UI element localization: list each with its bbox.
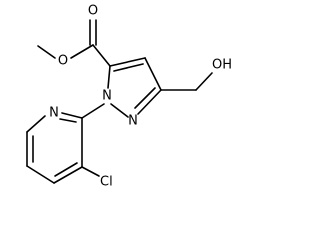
bond-ester-o-methyl [37,45,56,59]
atom-labels: O O N N OH N Cl [49,4,232,190]
chemical-structure: O O N N OH N Cl [26,4,232,190]
bond-c5-c4-double-b [113,63,144,72]
bond-py-c4-c3-inner [54,162,78,177]
hydroxyl-label: OH [212,58,232,73]
bond-c5-c4-double-a [109,57,146,67]
bond-py-n-c6 [26,115,46,133]
carbonyl-oxygen-label: O [88,4,98,19]
bond-n1-c5 [107,65,111,89]
bond-py-c5-c4 [26,165,55,184]
bond-carbonyl-ester-o [70,44,94,59]
pyridine-n-label: N [49,106,59,121]
bond-c5-carbonyl [92,44,111,67]
pyrazole-n2-label: N [128,114,138,129]
bond-n2-n1 [110,103,129,118]
bond-py-c2-n-inner [59,118,77,123]
bond-py-c2-n [61,112,83,119]
bonds [26,19,213,184]
bond-ch2-oh [195,72,213,91]
pyrazole-n1-label: N [102,89,112,104]
chlorine-label: Cl [100,175,113,190]
bond-c4-c3 [144,57,162,91]
bond-c3-cl [81,166,100,177]
ester-oxygen-label: O [58,54,68,69]
bond-n1-pyridine [81,103,105,119]
bond-c3-n2-double-b [134,87,156,109]
bond-c3-n2-double-a [137,89,162,115]
bond-py-c4-c3 [53,166,83,184]
